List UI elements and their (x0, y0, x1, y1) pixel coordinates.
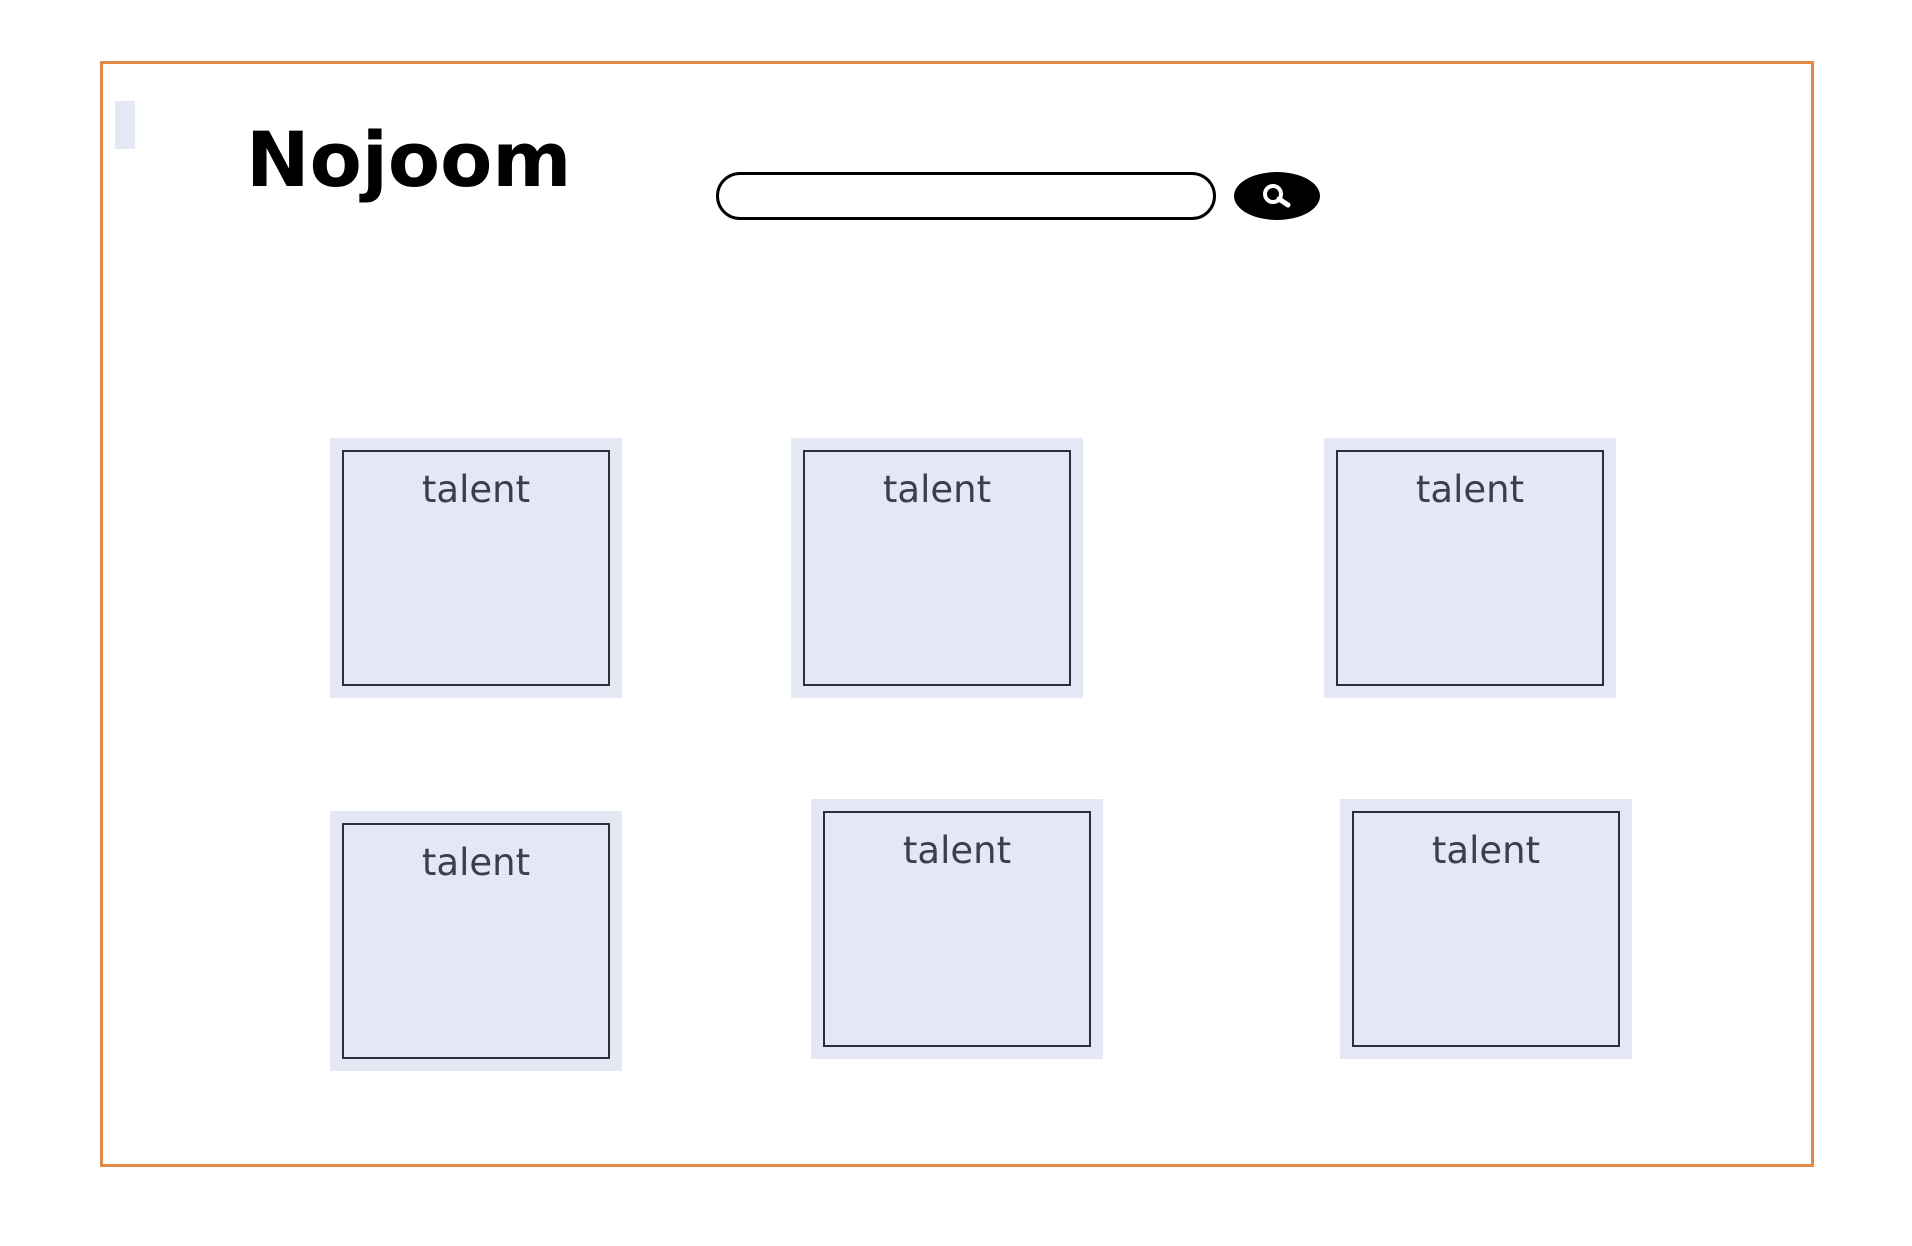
talent-card-frame: talent (342, 450, 610, 686)
talent-card-label: talent (902, 829, 1012, 872)
search-icon (1263, 184, 1291, 208)
search-button[interactable] (1234, 172, 1320, 220)
talent-card-frame: talent (342, 823, 610, 1059)
talent-card-label: talent (1431, 829, 1541, 872)
page-frame (100, 61, 1814, 1167)
search-input[interactable] (716, 172, 1216, 220)
talent-card-frame: talent (823, 811, 1091, 1047)
talent-card-frame: talent (1352, 811, 1620, 1047)
talent-card[interactable]: talent (791, 438, 1083, 698)
talent-card[interactable]: talent (330, 438, 622, 698)
talent-card-frame: talent (803, 450, 1071, 686)
talent-card-label: talent (421, 841, 531, 884)
corner-marker (115, 101, 135, 149)
talent-card[interactable]: talent (811, 799, 1103, 1059)
brand-title: Nojoom (246, 115, 572, 204)
talent-card-frame: talent (1336, 450, 1604, 686)
talent-card[interactable]: talent (1340, 799, 1632, 1059)
talent-card[interactable]: talent (330, 811, 622, 1071)
talent-card-label: talent (882, 468, 992, 511)
talent-card[interactable]: talent (1324, 438, 1616, 698)
talent-card-label: talent (1415, 468, 1525, 511)
talent-card-label: talent (421, 468, 531, 511)
